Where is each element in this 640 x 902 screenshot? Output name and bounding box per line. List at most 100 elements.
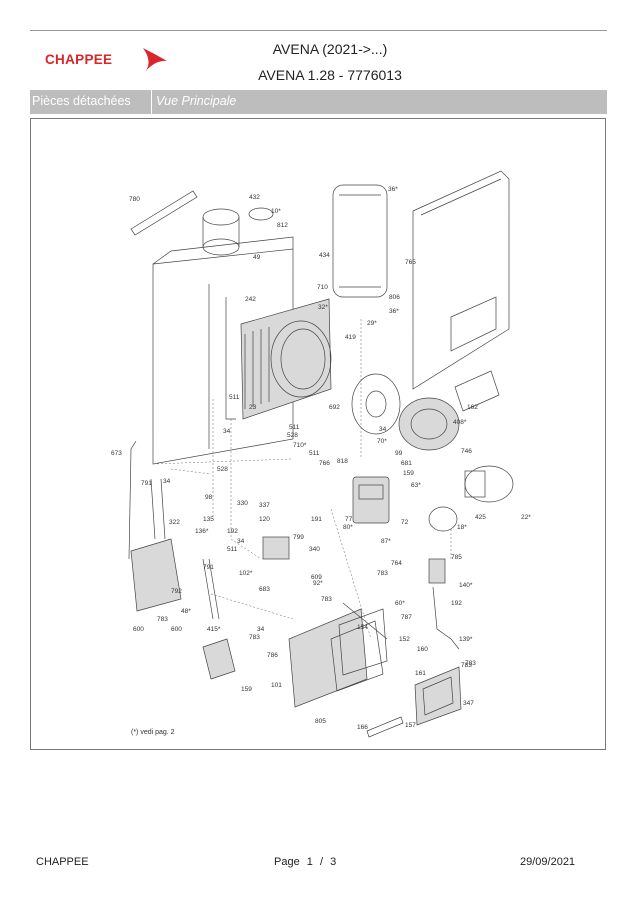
heat-exchanger (240, 298, 332, 420)
part-number-label: 191 (311, 516, 322, 523)
part-number-label: 818 (337, 458, 348, 465)
part-number-label: 92* (313, 580, 323, 587)
part-number-label: 806 (389, 294, 400, 301)
part-number-label: 681 (401, 460, 412, 467)
part-number-label: 70* (377, 438, 387, 445)
part-number-label: 36* (388, 186, 398, 193)
part-number-label: 408* (453, 419, 467, 426)
part-number-label: 99 (395, 450, 403, 457)
part-number-label: 347 (463, 700, 474, 707)
part-number-label: 34 (223, 428, 231, 435)
part-number-label: 322 (169, 519, 180, 526)
part-number-label: 792 (171, 588, 182, 595)
part-number-label: 340 (309, 546, 320, 553)
part-number-label: 139* (459, 636, 473, 643)
part-number-label: 787 (401, 614, 412, 621)
part-number-label: 98 (205, 494, 213, 501)
part-number-label: 135 (203, 516, 214, 523)
page-separator: / (319, 856, 324, 868)
boiler-frame (152, 236, 294, 465)
part-number-label: 161 (415, 670, 426, 677)
part-number-label: 120 (259, 516, 270, 523)
part-number-label: 157 (405, 722, 416, 729)
part-number-label: 23 (249, 404, 257, 411)
part-number-label: 609 (311, 574, 322, 581)
part-number-label: 34 (163, 478, 171, 485)
part-number-label: 337 (259, 502, 270, 509)
part-number-label: 511 (227, 546, 238, 553)
part-number-label: 766 (319, 460, 330, 467)
part-number-label: 710* (293, 442, 307, 449)
page-total: 3 (330, 856, 337, 868)
part-number-label: 32* (318, 304, 328, 311)
part-number-label: 330 (237, 500, 248, 507)
footer-date: 29/09/2021 (520, 856, 576, 868)
part-number-label: 80* (343, 524, 353, 531)
part-number-label: 683 (259, 586, 270, 593)
part-number-label: 48* (181, 608, 191, 615)
part-number-label: 783 (249, 634, 260, 641)
part-number-label: 746 (461, 448, 472, 455)
footer-company: CHAPPEE (36, 856, 89, 868)
part-number-label: 791 (141, 480, 152, 487)
part-number-label: 22* (521, 514, 531, 521)
assembly-guides (152, 319, 452, 640)
part-number-label: 511 (309, 450, 320, 457)
diverter-valve (262, 536, 290, 560)
bracket-rail (342, 602, 388, 640)
part-number-label: 87* (381, 538, 391, 545)
part-number-label: 791 (203, 564, 214, 571)
burner-disc (351, 373, 401, 435)
tab-main-view[interactable]: Vue Principale (156, 94, 237, 108)
part-number-label: 101 (271, 682, 282, 689)
page-label: Page (274, 856, 300, 868)
gasket-part (454, 370, 500, 412)
part-number-label: 34 (237, 538, 245, 545)
part-number-label: 192 (451, 600, 462, 607)
part-number-label: 162 (467, 404, 478, 411)
part-number-label: 60* (395, 600, 405, 607)
part-number-label: 812 (277, 222, 288, 229)
pipe-139 (432, 586, 460, 650)
part-number-label: 10* (271, 208, 281, 215)
part-number-label: 528 (287, 432, 298, 439)
part-number-label: 432 (249, 194, 260, 201)
part-number-label: 63* (411, 482, 421, 489)
flue-adapter (202, 207, 274, 256)
part-number-label: 136* (195, 528, 209, 535)
part-number-label: 425 (475, 514, 486, 521)
part-number-label: 600 (133, 626, 144, 633)
expansion-vessel (332, 184, 388, 298)
part-number-label: 805 (315, 718, 326, 725)
logo-arrow-icon (143, 48, 167, 72)
part-number-label: 692 (329, 404, 340, 411)
logo-wordmark: CHAPPEE (45, 52, 113, 67)
pump-part (428, 506, 458, 532)
footer-pagination: Page 1 / 3 (270, 856, 336, 868)
part-number-label: 600 (171, 626, 182, 633)
front-panel (412, 170, 510, 390)
part-number-label: 673 (111, 450, 122, 457)
part-number-label: 419 (345, 334, 356, 341)
page-current: 1 (306, 856, 313, 868)
connector-159 (202, 638, 236, 680)
part-number-label: 783 (461, 662, 472, 669)
part-number-label: 786 (267, 652, 278, 659)
part-number-label: 166 (357, 724, 368, 731)
footnote: (*) vedi pag. 2 (131, 729, 175, 736)
part-number-label: 49 (253, 254, 261, 261)
product-model-title: AVENA 1.28 - 7776013 (258, 67, 402, 83)
tab-spare-parts[interactable]: Pièces détachées (32, 94, 131, 108)
part-number-label: 29* (367, 320, 377, 327)
header-rule (30, 30, 607, 31)
part-number-label: 160 (417, 646, 428, 653)
display-panel (414, 666, 462, 726)
pipe-part (128, 440, 137, 560)
part-number-label: 34 (257, 626, 265, 633)
part-number-label: 72 (401, 519, 409, 526)
control-box (288, 608, 384, 708)
part-number-label: 415* (207, 626, 221, 633)
part-number-label: 152 (399, 636, 410, 643)
part-number-label: 710 (317, 284, 328, 291)
